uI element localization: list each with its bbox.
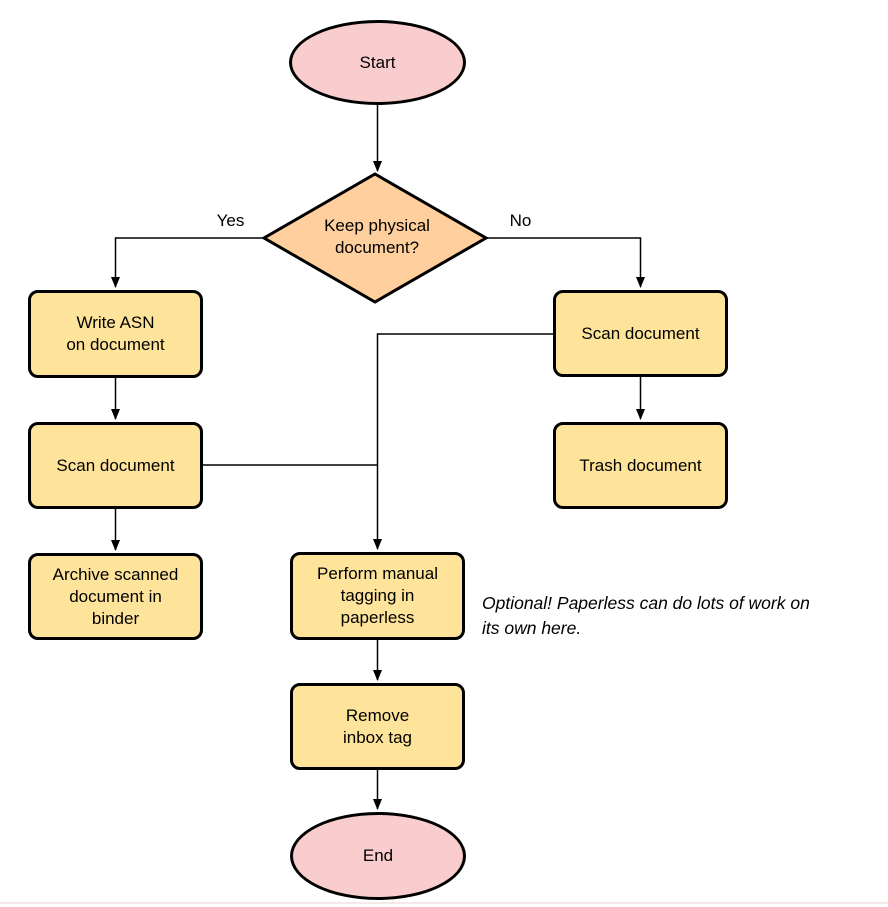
annotation-optional-note: Optional! Paperless can do lots of work … bbox=[482, 591, 888, 641]
node-write-asn-line1: Write ASN bbox=[76, 313, 155, 332]
node-scan-document-right-label: Scan document bbox=[581, 323, 700, 343]
node-end: End bbox=[290, 812, 466, 900]
node-manual-tagging-line3: paperless bbox=[340, 608, 415, 627]
node-start-label: Start bbox=[359, 52, 396, 72]
node-remove-inbox-line1: Remove bbox=[345, 705, 410, 725]
node-scan-document-left: Scan document bbox=[28, 422, 203, 509]
node-scan-document-left-label: Scan document bbox=[56, 455, 175, 475]
edge-decision-yes-to-write-asn bbox=[111, 237, 264, 288]
node-start: Start bbox=[289, 20, 466, 105]
node-end-label: End bbox=[362, 846, 394, 865]
edge-label-no: No bbox=[498, 212, 543, 230]
node-manual-tagging-line1: Perform manual bbox=[317, 564, 438, 583]
node-write-asn: Write ASN on document bbox=[28, 290, 203, 378]
edge-decision-no-to-scan-right bbox=[486, 237, 645, 288]
node-archive-line1: Archive scanned bbox=[52, 564, 179, 584]
node-remove-inbox-tag: Remove inbox tag bbox=[290, 683, 465, 770]
node-manual-tagging-line2: tagging in bbox=[340, 586, 415, 605]
node-decision: Keep physical document? bbox=[266, 215, 488, 259]
edge-label-yes: Yes bbox=[208, 212, 253, 230]
node-archive-line2: document in bbox=[69, 586, 162, 606]
edge-scan-right-to-tagging bbox=[373, 333, 553, 550]
annotation-line2: its own here. bbox=[482, 618, 582, 638]
node-archive-line3: binder bbox=[91, 608, 140, 628]
node-trash-document: Trash document bbox=[553, 422, 728, 509]
node-manual-tagging: Perform manual tagging in paperless bbox=[290, 552, 465, 640]
node-scan-document-right: Scan document bbox=[553, 290, 728, 377]
node-write-asn-line2: on document bbox=[66, 335, 165, 354]
page-bottom-divider bbox=[0, 902, 888, 904]
node-decision-line1: Keep physical bbox=[324, 216, 430, 235]
decision-diamond-shape bbox=[260, 172, 490, 304]
annotation-line1: Optional! Paperless can do lots of work … bbox=[482, 593, 810, 613]
node-decision-line2: document? bbox=[334, 238, 420, 257]
node-trash-document-label: Trash document bbox=[579, 455, 702, 475]
node-archive-binder: Archive scanned document in binder bbox=[28, 553, 203, 640]
node-remove-inbox-line2: inbox tag bbox=[343, 727, 412, 747]
